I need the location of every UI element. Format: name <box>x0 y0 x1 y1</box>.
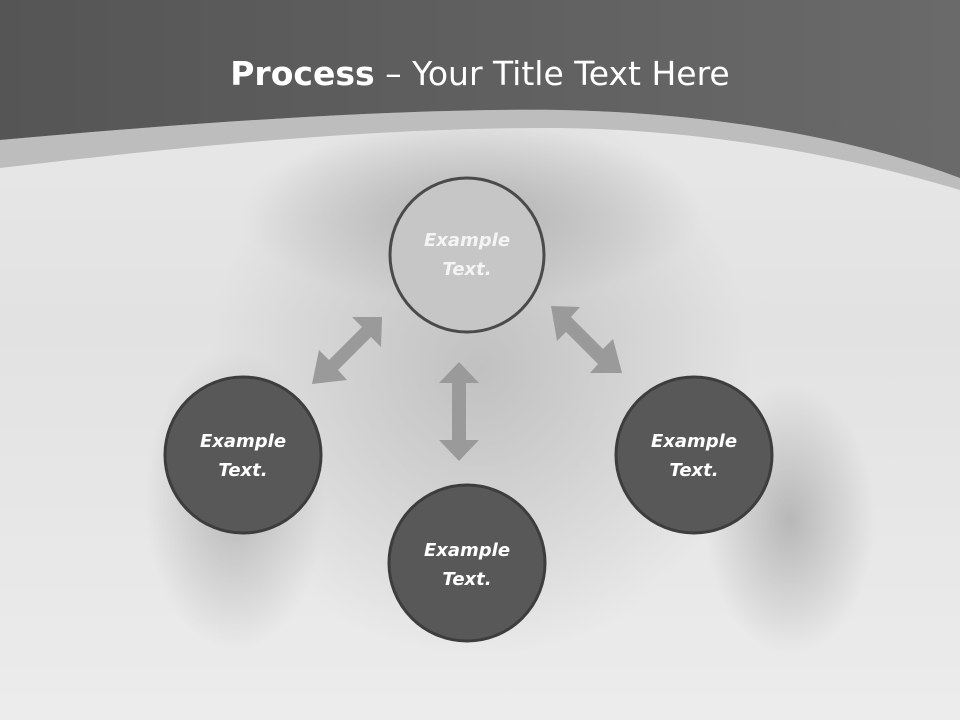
header-band <box>0 0 960 178</box>
title-separator: – <box>374 54 413 93</box>
page-title: Process – Your Title Text Here <box>0 50 960 98</box>
title-strong: Process <box>230 54 375 93</box>
node-top-circle <box>388 176 546 334</box>
title-rest: Your Title Text Here <box>412 54 730 93</box>
header-swoosh <box>0 109 960 190</box>
node-top: Example Text. <box>388 176 546 334</box>
node-left: Example Text. <box>163 375 323 535</box>
node-right-line1: Example <box>651 431 737 452</box>
node-top-line1: Example <box>424 230 510 251</box>
arrow-top-right <box>551 306 622 373</box>
node-top-line2: Text. <box>442 259 491 280</box>
node-bottom-circle <box>387 483 547 643</box>
node-right: Example Text. <box>614 375 774 535</box>
node-bottom: Example Text. <box>387 483 547 643</box>
node-left-line2: Text. <box>218 460 267 481</box>
node-bottom-line2: Text. <box>442 569 491 590</box>
arrow-top-left <box>312 317 382 384</box>
arrow-center-vertical <box>439 362 479 461</box>
node-left-line1: Example <box>200 431 286 452</box>
node-bottom-line1: Example <box>424 540 510 561</box>
node-right-line2: Text. <box>669 460 718 481</box>
node-left-circle <box>163 375 323 535</box>
node-right-circle <box>614 375 774 535</box>
